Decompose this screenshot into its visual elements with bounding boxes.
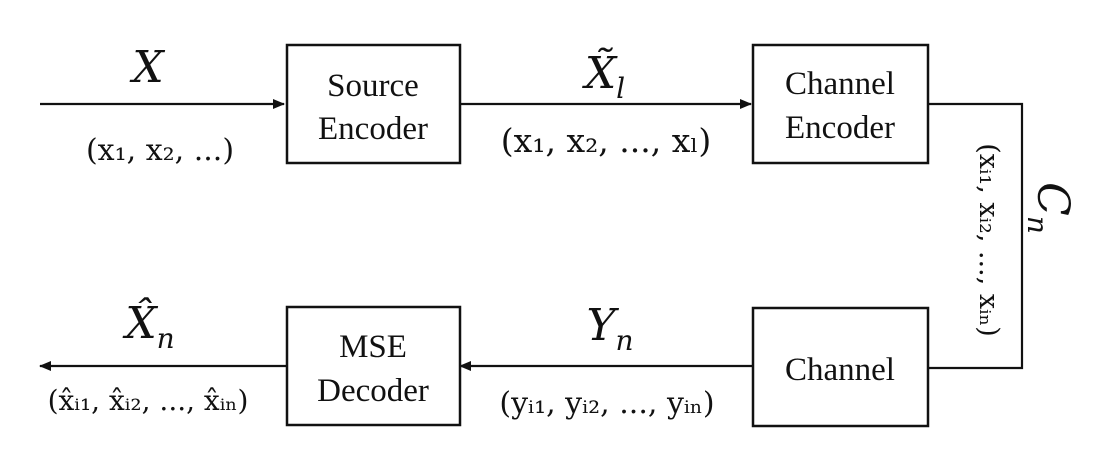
source-output-symbol: X̃l — [582, 46, 625, 105]
channel-encoder-label-line1: Channel — [785, 66, 895, 102]
codeword-sequence-label: (xᵢ₁, xᵢ₂, ..., xᵢₙ) — [973, 143, 1004, 337]
source-encoder-block: Source Encoder — [285, 43, 462, 165]
channel-encoder-to-channel-wire — [928, 102, 1024, 370]
mse-decoder-label-line2: Decoder — [317, 373, 429, 409]
source-encoder-label-line2: Encoder — [318, 111, 428, 147]
input-sequence-label: (x₁, x₂, ...) — [86, 133, 234, 168]
mse-decoder-label-line1: MSE — [339, 329, 407, 365]
channel-block: Channel — [751, 306, 930, 428]
source-output-sequence-label: (x₁, x₂, ..., xₗ) — [501, 121, 711, 160]
channel-output-symbol: Yn — [586, 300, 633, 357]
channel-encoder-block: Channel Encoder — [751, 43, 930, 165]
estimate-sequence-label: (x̂ᵢ₁, x̂ᵢ₂, ..., x̂ᵢₙ) — [48, 384, 249, 417]
channel-label: Channel — [785, 352, 895, 388]
source-encoder-label-line1: Source — [327, 68, 419, 104]
channel-output-sequence-label: (yᵢ₁, yᵢ₂, ..., yᵢₙ) — [499, 386, 714, 421]
mse-decoder-block: MSE Decoder — [285, 305, 462, 427]
input-signal-symbol: X — [129, 42, 165, 93]
estimate-symbol: X̂n — [122, 296, 174, 355]
codeword-symbol: Cn — [1021, 182, 1078, 234]
channel-encoder-label-line2: Encoder — [785, 110, 895, 146]
